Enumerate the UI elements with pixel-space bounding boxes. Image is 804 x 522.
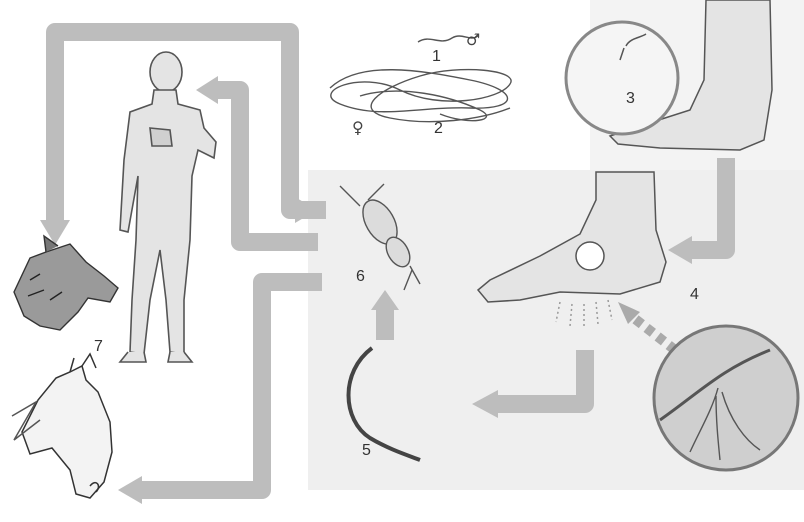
label-4: 4 [690,286,699,304]
adult-worms-icon [330,36,511,122]
horse-head-icon [12,354,112,498]
label-3: 3 [626,90,635,108]
arrow-to-human [215,90,318,242]
label-6: 6 [356,268,365,286]
magnifier-circle [566,22,678,134]
label-2: 2 [434,120,443,138]
male-symbol: ♂ [466,30,480,49]
blister [576,242,604,270]
magnified-blister-icon [654,326,798,470]
label-7: 7 [94,338,103,356]
label-5: 5 [362,442,371,460]
arrowhead-horse [118,476,142,504]
wolf-head-icon [14,236,118,330]
label-1: 1 [432,48,441,66]
arrowhead-human [196,76,218,104]
human-figure-icon [120,52,216,362]
female-symbol: ♀ [352,118,364,137]
